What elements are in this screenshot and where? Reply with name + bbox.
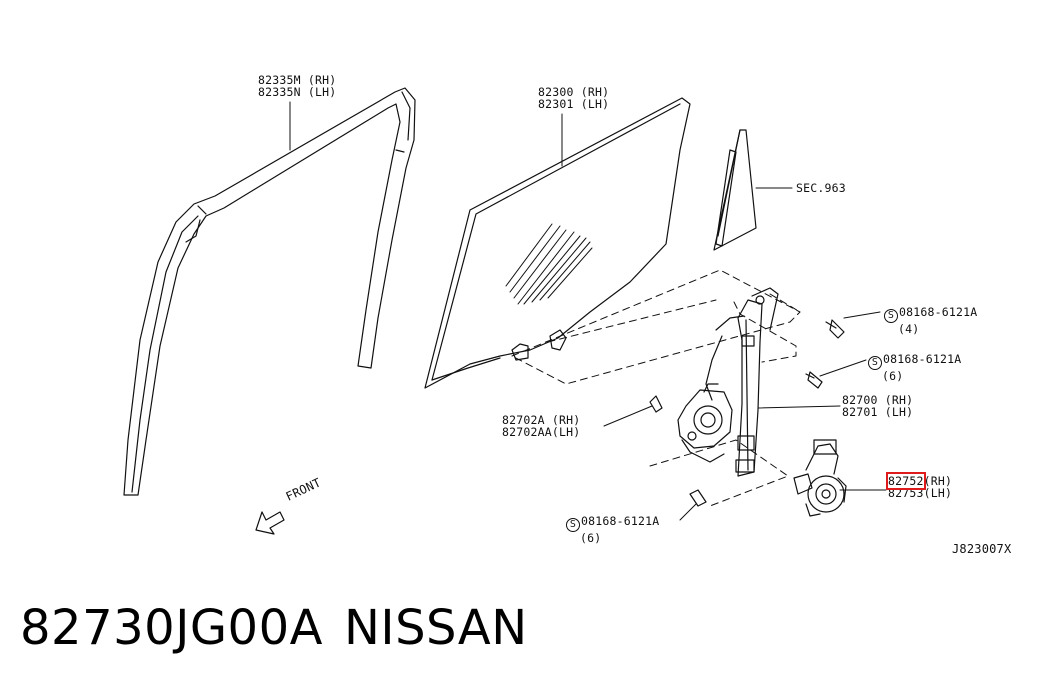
bolt-drawings xyxy=(649,319,845,507)
quarter-glass-drawing xyxy=(713,129,757,251)
glass-label: 82300 (RH) 82301 (LH) xyxy=(538,86,609,110)
section-ref-label: SEC.963 xyxy=(796,181,846,195)
footer-part-number: 82730JG00A xyxy=(20,600,323,656)
bolt-part: 08168-6121A xyxy=(899,305,978,319)
bracket-label-rh: 82702A (RH) xyxy=(502,413,581,427)
assembly-dashed-outline xyxy=(511,269,801,507)
bolt-qty: (6) xyxy=(580,531,602,545)
regulator-label-rh: 82700 (RH) xyxy=(842,393,914,407)
diagram-code: J823007X xyxy=(952,542,1012,556)
bracket-label: 82702A (RH) 82702AA(LH) xyxy=(502,414,580,438)
regulator-label: 82700 (RH) 82701 (LH) xyxy=(842,394,913,418)
regulator-label-lh: 82701 (LH) xyxy=(842,405,914,419)
sash-label-rh: 82335M (RH) xyxy=(258,73,337,87)
s-symbol-icon: S xyxy=(566,518,580,532)
sash-label: 82335M (RH) 82335N (LH) xyxy=(258,74,336,98)
front-arrow-icon xyxy=(255,511,285,535)
motor-rh-suffix: (RH) xyxy=(923,474,953,488)
door-glass-drawing xyxy=(424,97,691,389)
footer-brand: NISSAN xyxy=(344,600,528,656)
regulator-rail-drawing xyxy=(705,287,779,477)
sash-label-lh: 82335N (LH) xyxy=(258,85,337,99)
bolt-qty: (4) xyxy=(898,322,920,336)
regulator-drum-drawing xyxy=(677,383,733,463)
door-sash-drawing xyxy=(123,87,416,496)
s-symbol-icon: S xyxy=(884,309,898,323)
s-symbol-icon: S xyxy=(868,356,882,370)
bolt-qty: (6) xyxy=(882,369,904,383)
motor-label-lh: 82753(LH) xyxy=(888,486,953,500)
bolt-part: 08168-6121A xyxy=(883,352,962,366)
glass-label-rh: 82300 (RH) xyxy=(538,85,610,99)
window-motor-drawing xyxy=(793,439,847,517)
bracket-label-lh: 82702AA(LH) xyxy=(502,425,581,439)
bolt-part: 08168-6121A xyxy=(581,514,660,528)
motor-rh-code-highlight[interactable]: 82752 xyxy=(886,472,926,490)
glass-label-lh: 82301 (LH) xyxy=(538,97,610,111)
leader-lines xyxy=(289,101,887,521)
motor-label[interactable]: 82752(RH) 82753(LH) xyxy=(886,472,953,500)
